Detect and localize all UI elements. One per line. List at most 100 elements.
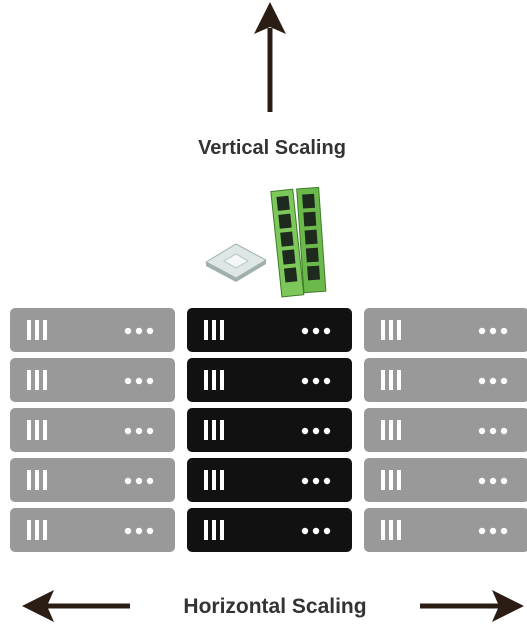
server-dot xyxy=(323,527,331,535)
server-dot xyxy=(146,527,154,535)
server-dots-icon xyxy=(301,327,331,335)
server-dot xyxy=(124,527,132,535)
ram-chip xyxy=(303,211,317,227)
server-dot xyxy=(135,377,143,385)
server-bars-icon xyxy=(204,420,224,440)
server-dots-icon xyxy=(478,377,508,385)
server-dot xyxy=(301,427,309,435)
server-dot xyxy=(124,427,132,435)
server-unit-body xyxy=(364,408,527,452)
server-dot xyxy=(489,327,497,335)
server-bars-icon xyxy=(381,320,401,340)
server-bars-icon xyxy=(204,520,224,540)
server-bar xyxy=(389,470,393,490)
server-bar xyxy=(27,470,31,490)
server-dot xyxy=(135,477,143,485)
server-bar xyxy=(212,370,216,390)
server-dot xyxy=(146,427,154,435)
server-dots-icon xyxy=(301,377,331,385)
server-dot xyxy=(478,477,486,485)
server-bar xyxy=(220,320,224,340)
arrow-left-head xyxy=(22,590,54,622)
server-dots-icon xyxy=(478,527,508,535)
ram-chip xyxy=(304,229,318,245)
server-dots-icon xyxy=(478,427,508,435)
server-dot xyxy=(500,477,508,485)
server-unit xyxy=(187,508,352,552)
server-dot xyxy=(478,377,486,385)
server-dot xyxy=(312,527,320,535)
server-unit-body xyxy=(187,308,352,352)
server-bar xyxy=(43,320,47,340)
server-bars-icon xyxy=(381,370,401,390)
server-bar xyxy=(35,320,39,340)
ram-module-back xyxy=(296,186,327,294)
server-dot xyxy=(135,427,143,435)
server-dot xyxy=(146,327,154,335)
server-unit-body xyxy=(10,308,175,352)
server-bars-icon xyxy=(204,370,224,390)
ram-chip xyxy=(282,249,296,265)
server-bar xyxy=(43,370,47,390)
cpu-chip-die xyxy=(223,253,249,269)
server-bar xyxy=(43,520,47,540)
server-bar xyxy=(212,470,216,490)
server-dots-icon xyxy=(124,377,154,385)
arrow-left-icon xyxy=(22,590,130,622)
server-dot xyxy=(301,377,309,385)
server-dot xyxy=(489,377,497,385)
server-bar xyxy=(27,420,31,440)
server-unit xyxy=(10,308,175,352)
server-bar xyxy=(35,470,39,490)
server-dot xyxy=(124,477,132,485)
server-dot xyxy=(489,527,497,535)
server-unit xyxy=(187,308,352,352)
server-dot xyxy=(323,327,331,335)
server-bar xyxy=(212,420,216,440)
server-unit-body xyxy=(187,358,352,402)
server-dot xyxy=(500,327,508,335)
server-bars-icon xyxy=(27,520,47,540)
ram-chip xyxy=(276,195,290,211)
server-bar xyxy=(35,420,39,440)
server-dot xyxy=(489,477,497,485)
server-dot xyxy=(489,427,497,435)
server-bar xyxy=(389,320,393,340)
server-unit xyxy=(187,358,352,402)
server-unit xyxy=(364,508,527,552)
server-dots-icon xyxy=(301,477,331,485)
server-rack-right xyxy=(364,308,527,552)
arrow-right-head xyxy=(492,590,524,622)
server-bar xyxy=(43,470,47,490)
arrow-up-icon xyxy=(254,2,286,112)
arrow-right-icon xyxy=(420,590,524,622)
ram-chip xyxy=(283,267,298,283)
ram-chip xyxy=(305,247,319,263)
server-dot xyxy=(124,327,132,335)
server-bars-icon xyxy=(27,470,47,490)
server-bar xyxy=(381,370,385,390)
server-dot xyxy=(312,327,320,335)
server-bar xyxy=(212,320,216,340)
server-dot xyxy=(312,377,320,385)
ram-chip xyxy=(307,265,321,281)
server-unit xyxy=(364,408,527,452)
server-unit xyxy=(364,358,527,402)
server-unit xyxy=(10,358,175,402)
cpu-chip-icon xyxy=(204,243,268,282)
server-bars-icon xyxy=(381,470,401,490)
server-unit-body xyxy=(364,358,527,402)
server-unit xyxy=(187,458,352,502)
server-unit-body xyxy=(10,408,175,452)
server-dots-icon xyxy=(301,427,331,435)
server-bar xyxy=(220,370,224,390)
server-bar xyxy=(204,470,208,490)
ram-chip xyxy=(302,193,316,209)
server-bar xyxy=(220,470,224,490)
horizontal-scaling-label: Horizontal Scaling xyxy=(183,595,366,618)
server-bar xyxy=(381,520,385,540)
server-bars-icon xyxy=(27,420,47,440)
ram-chip xyxy=(278,213,292,229)
server-dots-icon xyxy=(124,477,154,485)
server-bar xyxy=(381,420,385,440)
